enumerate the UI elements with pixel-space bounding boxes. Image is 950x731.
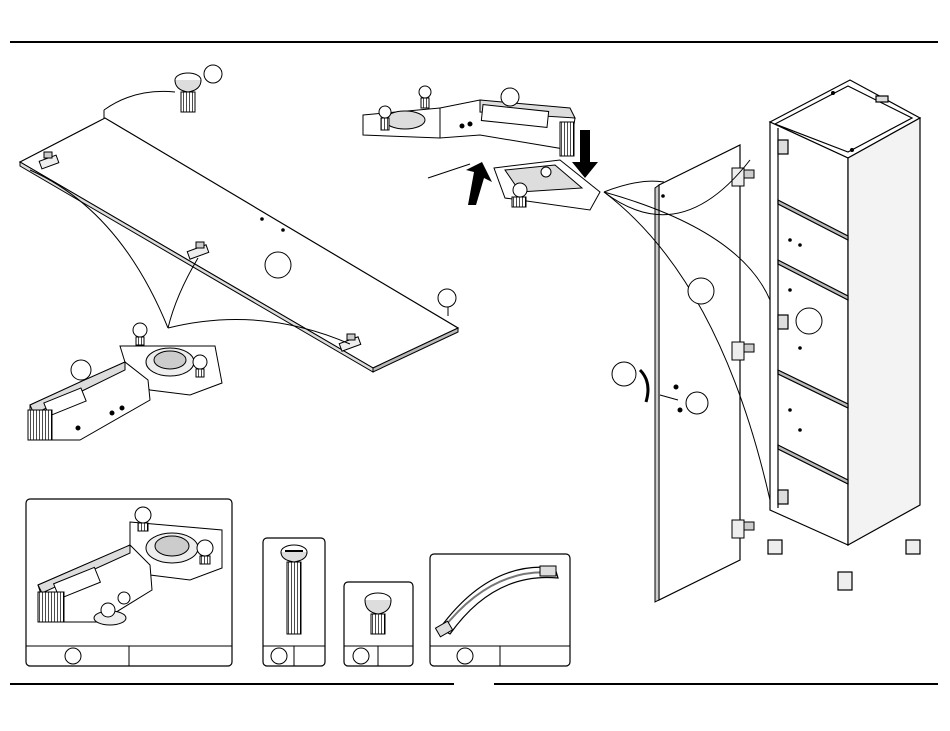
handle-screw-callout — [686, 392, 708, 414]
screw-top-callout — [204, 65, 222, 83]
screw-edge-callout — [438, 289, 456, 307]
hinge-number-circle — [65, 648, 81, 664]
handle-number-circle — [457, 648, 473, 664]
hinge-clip-detail — [363, 86, 600, 210]
cabinet-callout — [796, 308, 822, 334]
door-panel-right-callout — [688, 278, 714, 304]
hinge-clip-pointer — [428, 164, 470, 178]
handle-callout — [612, 362, 636, 386]
cabinet — [768, 80, 920, 590]
screw-top — [175, 73, 201, 112]
hinge-clip-callout — [501, 88, 519, 106]
short-screw-number-circle — [353, 648, 369, 664]
hinge-detail-left — [28, 323, 222, 440]
door-standing — [655, 145, 754, 602]
part-box-long-screw — [263, 538, 325, 666]
hinge-bottom-callout — [71, 360, 91, 380]
part-box-short-screw — [344, 582, 413, 666]
door-panel-flat — [20, 118, 458, 372]
part-box-handle — [430, 554, 570, 666]
door-panel-top-callout — [265, 252, 291, 278]
part-box-hinge — [26, 499, 232, 666]
long-screw-number-circle — [271, 648, 287, 664]
